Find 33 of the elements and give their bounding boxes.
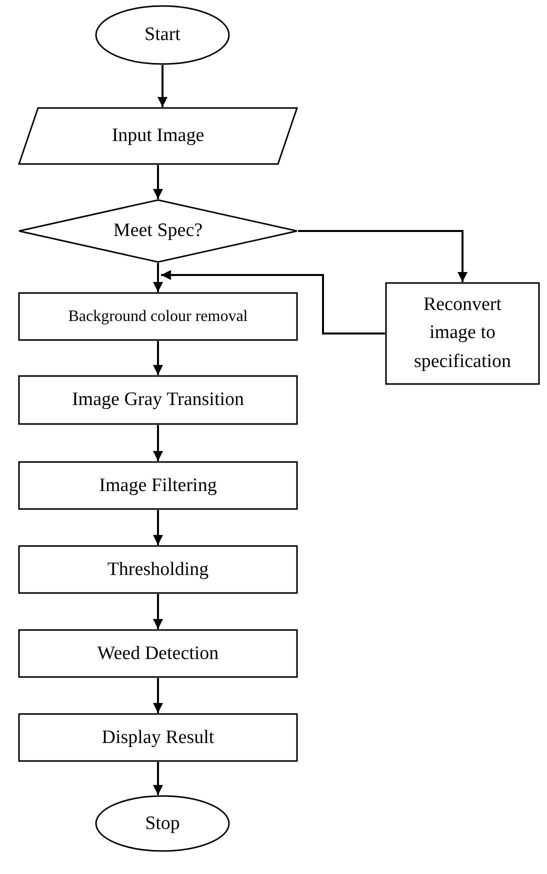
node-label: Reconvert image to specification [412,292,512,374]
arrow [298,230,468,282]
node-label: Display Result [102,726,214,750]
node-label: Stop [145,812,180,836]
decision-diamond [18,199,298,263]
terminal-oval [95,795,230,852]
arrow [153,341,163,375]
node-label: Image Gray Transition [72,388,244,412]
process-box [18,545,298,594]
arrow [153,425,163,461]
node-label: Background colour removal [68,306,248,326]
arrow [153,762,163,795]
arrow [153,165,163,199]
node-label: Input Image [112,124,204,148]
terminal-oval [95,5,230,65]
arrow [161,270,385,334]
arrow [153,510,163,545]
node-label: Image Filtering [99,474,217,498]
input-parallelogram [18,107,298,165]
arrow [153,678,163,713]
node-label: Start [144,23,180,47]
node-label: Thresholding [107,558,209,582]
process-box [18,461,298,510]
process-box [18,629,298,678]
process-box [18,713,298,762]
node-label: Weed Detection [97,642,219,666]
arrow [153,263,163,292]
node-label: Meet Spec? [113,219,203,243]
process-box [385,282,540,385]
process-box [18,375,298,425]
arrow [153,594,163,629]
arrow [158,65,168,107]
process-box [18,292,298,341]
